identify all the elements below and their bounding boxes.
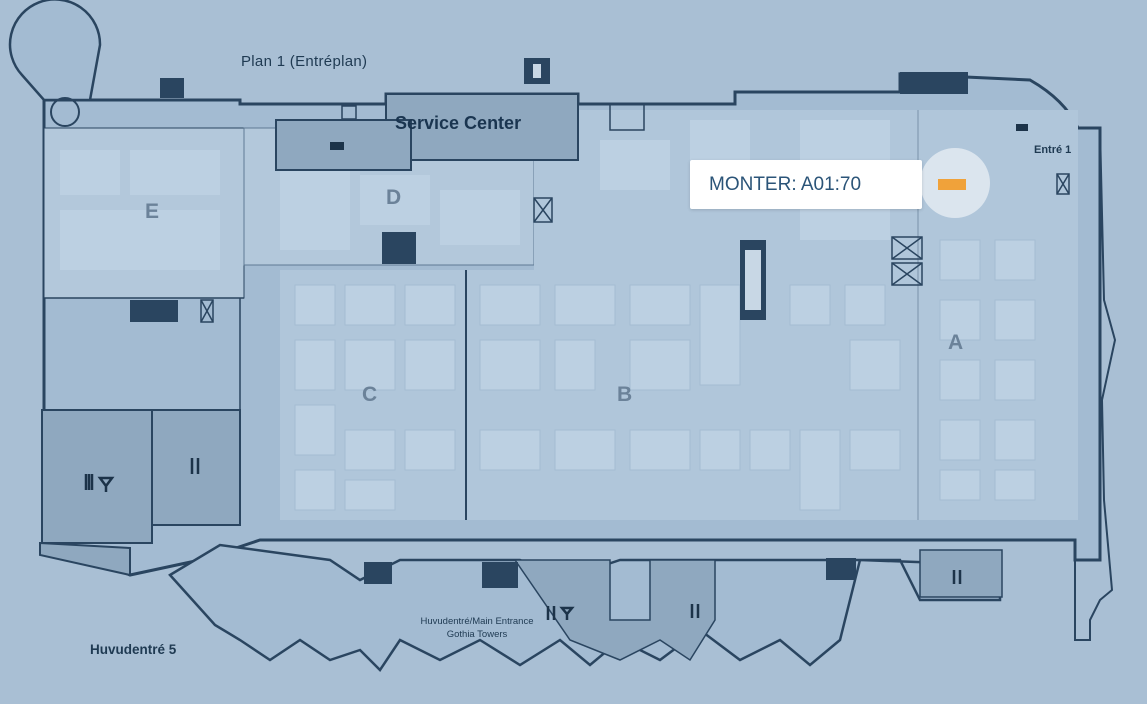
restroom-icon xyxy=(130,300,178,322)
hall-label-e: E xyxy=(145,200,160,223)
restaurant-block-right xyxy=(151,409,241,526)
booth-marker[interactable] xyxy=(938,179,966,190)
cafe-icon xyxy=(1016,124,1028,131)
restaurant-block-left xyxy=(41,409,153,544)
restroom-icon xyxy=(900,72,968,94)
booth-popup[interactable]: MONTER: A01:70 xyxy=(690,160,922,209)
hall-label-b: B xyxy=(617,383,633,406)
plan-title: Plan 1 (Entréplan) xyxy=(241,53,368,70)
main-entrance-5-label: Huvudentré 5 xyxy=(90,642,177,657)
restroom-icon xyxy=(382,232,416,264)
service-center-label: Service Center xyxy=(395,113,522,133)
bar-icon xyxy=(97,476,115,492)
entrance-1-label: Entré 1 xyxy=(1034,144,1072,156)
restroom-icon xyxy=(482,562,518,588)
main-entrance-line2: Gothia Towers xyxy=(446,629,508,640)
restaurant-icon xyxy=(190,458,200,474)
hall-label-c: C xyxy=(362,383,378,406)
hall-label-a: A xyxy=(948,331,964,354)
entrance-rotunda xyxy=(8,0,102,102)
restaurant-icon xyxy=(690,604,700,618)
restaurant-icon xyxy=(84,474,94,490)
bar-icon xyxy=(559,606,575,620)
hall-label-d: D xyxy=(386,186,402,209)
cafe-icon xyxy=(330,142,344,150)
main-entrance-label: Huvudentré/Main Entrance Gothia Towers xyxy=(418,615,536,641)
service-center-block xyxy=(385,93,579,161)
restaurant-icon xyxy=(952,570,962,584)
restroom-icon xyxy=(160,78,184,98)
restroom-icon xyxy=(826,558,856,580)
booth-popup-label: MONTER: A01:70 xyxy=(709,174,862,195)
restaurant-icon xyxy=(546,606,556,620)
main-entrance-line1: Huvudentré/Main Entrance xyxy=(420,616,534,627)
restroom-icon xyxy=(364,562,392,584)
